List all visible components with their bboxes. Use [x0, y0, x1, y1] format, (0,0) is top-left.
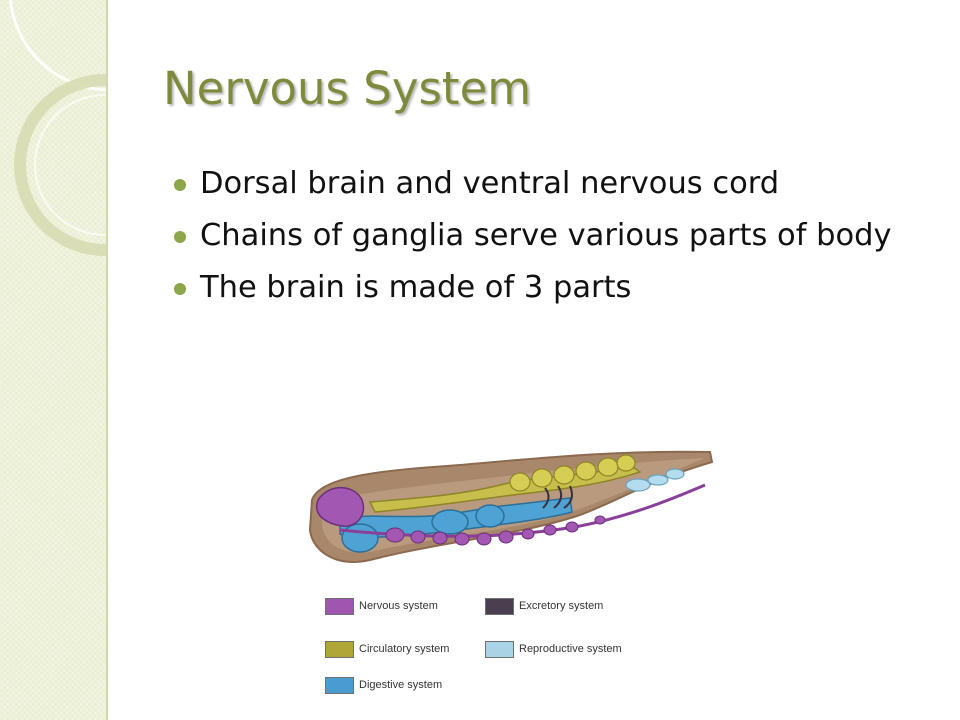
gizzard — [475, 504, 505, 528]
legend-item: Nervous system — [325, 596, 438, 616]
legend-label: Digestive system — [359, 679, 443, 691]
excretory-organs — [542, 485, 573, 509]
brain-ganglia — [315, 486, 365, 527]
ganglia-chain — [385, 515, 606, 546]
slide-title: Nervous System — [163, 62, 532, 115]
earthworm-diagram — [308, 450, 714, 563]
legend-item: Circulatory system — [325, 639, 449, 659]
legend-item: Reproductive system — [485, 639, 622, 659]
aortic-arches — [509, 454, 636, 492]
ventral-nerve-cord — [339, 483, 706, 538]
decorative-side-panel — [0, 0, 108, 720]
bullet-dot-icon — [174, 231, 186, 243]
decorative-circles — [9, 0, 106, 256]
legend-swatch — [485, 597, 514, 615]
bullet-item: The brain is made of 3 parts — [174, 267, 894, 309]
crop — [431, 509, 469, 535]
legend-item: Digestive system — [325, 675, 442, 695]
bullet-text: Dorsal brain and ventral nervous cord — [200, 166, 780, 201]
figure-legend: Nervous system Excretory system Circulat… — [325, 596, 665, 696]
bullet-item: Chains of ganglia serve various parts of… — [174, 215, 894, 257]
legend-swatch — [325, 597, 354, 615]
legend-swatch — [325, 676, 354, 694]
legend-label: Reproductive system — [519, 643, 622, 655]
bullet-item: Dorsal brain and ventral nervous cord — [174, 163, 894, 205]
bullet-text: Chains of ganglia serve various parts of… — [200, 218, 892, 253]
legend-label: Excretory system — [519, 600, 604, 612]
legend-swatch — [485, 640, 514, 658]
legend-swatch — [325, 640, 354, 658]
reproductive-organs — [625, 468, 685, 492]
legend-label: Nervous system — [359, 600, 438, 612]
bullet-dot-icon — [174, 283, 186, 295]
legend-item: Excretory system — [485, 596, 603, 616]
bullet-list: Dorsal brain and ventral nervous cord Ch… — [174, 163, 894, 319]
bullet-dot-icon — [174, 179, 186, 191]
pharynx — [341, 523, 379, 553]
legend-label: Circulatory system — [359, 643, 450, 655]
bullet-text: The brain is made of 3 parts — [200, 270, 632, 305]
